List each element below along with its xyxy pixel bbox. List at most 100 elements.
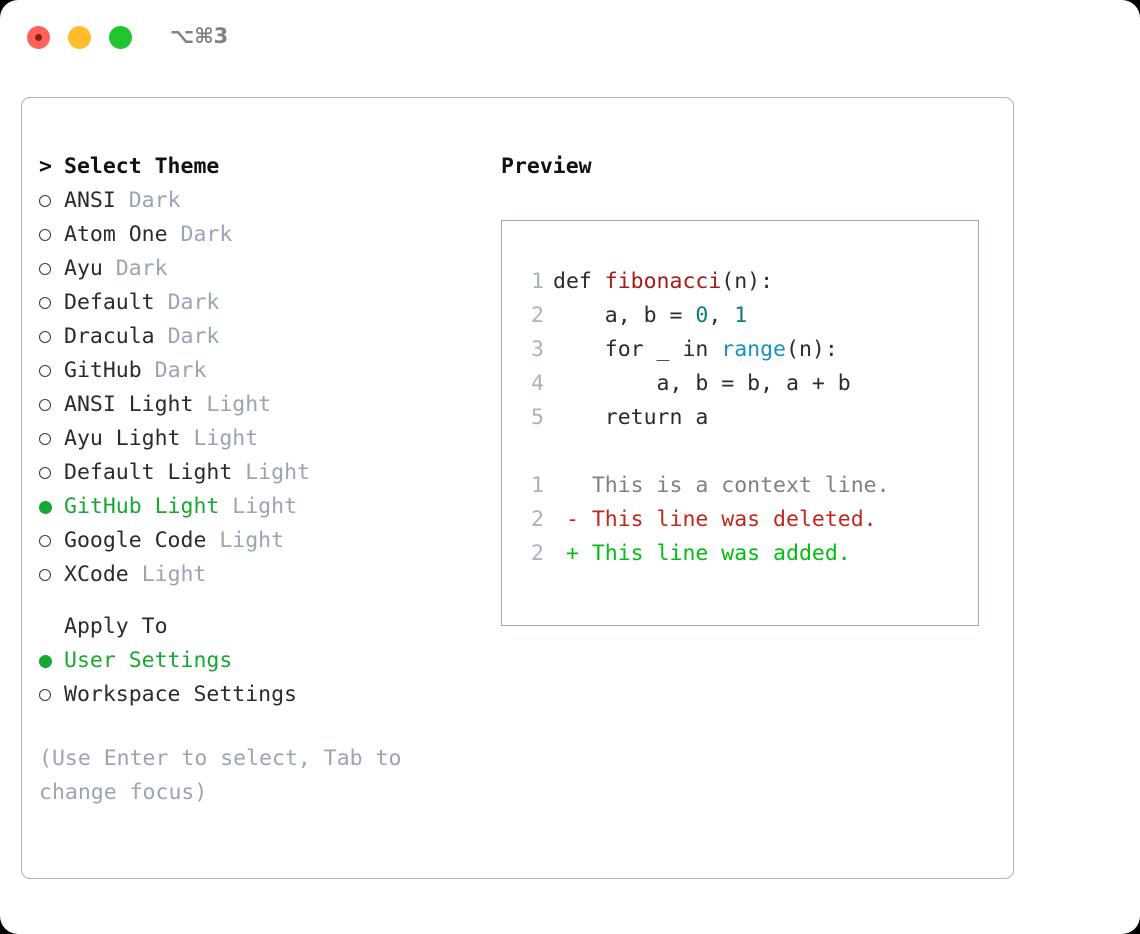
theme-variant-badge: Light: [206, 392, 272, 417]
radio-unselected-icon[interactable]: [39, 195, 64, 207]
theme-list-item[interactable]: Atom One Dark: [39, 218, 469, 252]
theme-variant-badge: Dark: [115, 256, 168, 281]
code-line-number: 4: [531, 371, 544, 396]
theme-list-item[interactable]: Ayu Dark: [39, 252, 469, 286]
code-token: 0: [695, 303, 709, 328]
code-line: 3 for _ in range(n):: [516, 333, 978, 367]
code-diff-separator: [516, 435, 978, 469]
theme-list-item[interactable]: GitHub Dark: [39, 354, 469, 388]
theme-list-item[interactable]: Google Code Light: [39, 524, 469, 558]
diff-line: 1 This is a context line.: [516, 469, 978, 503]
apply-to-option[interactable]: Workspace Settings: [39, 678, 469, 712]
theme-name: XCode: [64, 562, 129, 587]
radio-selected-icon[interactable]: [39, 654, 64, 668]
minimize-button[interactable]: [68, 26, 91, 49]
code-line-text: return a: [553, 401, 709, 435]
theme-name-spacer: [219, 490, 232, 524]
radio-unselected-icon[interactable]: [39, 569, 64, 581]
code-line: 4 a, b = b, a + b: [516, 367, 978, 401]
radio-unselected-icon[interactable]: [39, 331, 64, 343]
diff-line-text: - This line was deleted.: [553, 507, 877, 532]
theme-variant-badge: Light: [193, 426, 259, 451]
code-line-text: for _ in range(n):: [553, 333, 838, 367]
traffic-lights: [27, 26, 132, 49]
radio-unselected-icon[interactable]: [39, 399, 64, 411]
radio-unselected-icon[interactable]: [39, 689, 64, 701]
theme-list-item[interactable]: Default Light Light: [39, 456, 469, 490]
theme-name: Dracula: [64, 324, 155, 349]
code-token: a, b =: [553, 303, 696, 328]
theme-list-item[interactable]: Ayu Light Light: [39, 422, 469, 456]
theme-name-spacer: [232, 456, 245, 490]
radio-unselected-icon[interactable]: [39, 263, 64, 275]
code-token: (n):: [786, 337, 838, 362]
code-line-text: a, b = b, a + b: [553, 367, 851, 401]
theme-variant-badge: Dark: [154, 358, 207, 383]
theme-name: GitHub Light: [64, 494, 220, 519]
keyboard-hint-text: (Use Enter to select, Tab to change focu…: [39, 746, 415, 805]
title-bar: ⌥⌘3: [0, 0, 1140, 76]
code-token: a, b = b, a + b: [553, 371, 851, 396]
code-token: 1: [734, 303, 748, 328]
code-line-text: def fibonacci(n):: [553, 265, 773, 299]
apply-to-option[interactable]: User Settings: [39, 644, 469, 678]
theme-name-spacer: [181, 422, 194, 456]
diff-line-text: + This line was added.: [553, 541, 851, 566]
theme-variant-badge: Light: [219, 528, 285, 553]
diff-line: 2 + This line was added.: [516, 537, 978, 571]
apply-to-title: Apply To: [64, 614, 168, 639]
theme-list-item[interactable]: Dracula Dark: [39, 320, 469, 354]
code-line-number: 1: [531, 269, 544, 294]
code-token: (n):: [721, 269, 774, 294]
theme-variant-badge: Light: [245, 460, 310, 485]
radio-unselected-icon[interactable]: [39, 229, 64, 241]
theme-list-item[interactable]: ANSI Light Light: [39, 388, 469, 422]
code-line: 2 a, b = 0, 1: [516, 299, 978, 333]
theme-name-spacer: [129, 558, 142, 592]
radio-unselected-icon[interactable]: [39, 433, 64, 445]
radio-unselected-icon[interactable]: [39, 365, 64, 377]
code-line: 5 return a: [516, 401, 978, 435]
code-line-number: 2: [531, 303, 544, 328]
theme-list-item[interactable]: Default Dark: [39, 286, 469, 320]
list-spacer: [39, 592, 469, 610]
hint-spacer: [39, 712, 469, 742]
theme-list-item[interactable]: XCode Light: [39, 558, 469, 592]
theme-name-spacer: [206, 524, 219, 558]
radio-unselected-icon[interactable]: [39, 467, 64, 479]
diff-line: 2 - This line was deleted.: [516, 503, 978, 537]
radio-unselected-icon[interactable]: [39, 297, 64, 309]
theme-list-item[interactable]: GitHub Light Light: [39, 490, 469, 524]
diff-line-number: 2: [531, 507, 544, 532]
theme-name: GitHub: [64, 358, 142, 383]
theme-name: Default: [64, 290, 155, 315]
theme-name: ANSI: [64, 188, 116, 213]
theme-name: Atom One: [64, 222, 168, 247]
theme-variant-badge: Light: [232, 494, 298, 519]
select-theme-header: > Select Theme: [39, 150, 469, 184]
theme-list-item[interactable]: ANSI Dark: [39, 184, 469, 218]
diff-line-number: 1: [531, 473, 544, 498]
apply-to-option-label: User Settings: [64, 648, 233, 673]
diff-line-number: 2: [531, 541, 544, 566]
zoom-button[interactable]: [109, 26, 132, 49]
apply-to-option-label: Workspace Settings: [64, 682, 297, 707]
theme-variant-badge: Light: [141, 562, 207, 587]
keyboard-shortcut-label: ⌥⌘3: [170, 24, 229, 48]
theme-name-spacer: [116, 184, 129, 218]
radio-unselected-icon[interactable]: [39, 535, 64, 547]
theme-name: ANSI Light: [64, 392, 194, 417]
code-token: fibonacci: [604, 269, 722, 294]
theme-variant-badge: Dark: [167, 290, 220, 315]
close-button[interactable]: [27, 26, 50, 49]
code-token: return a: [553, 405, 709, 430]
theme-name-spacer: [193, 388, 206, 422]
radio-selected-icon[interactable]: [39, 500, 64, 514]
theme-variant-badge: Dark: [180, 222, 233, 247]
